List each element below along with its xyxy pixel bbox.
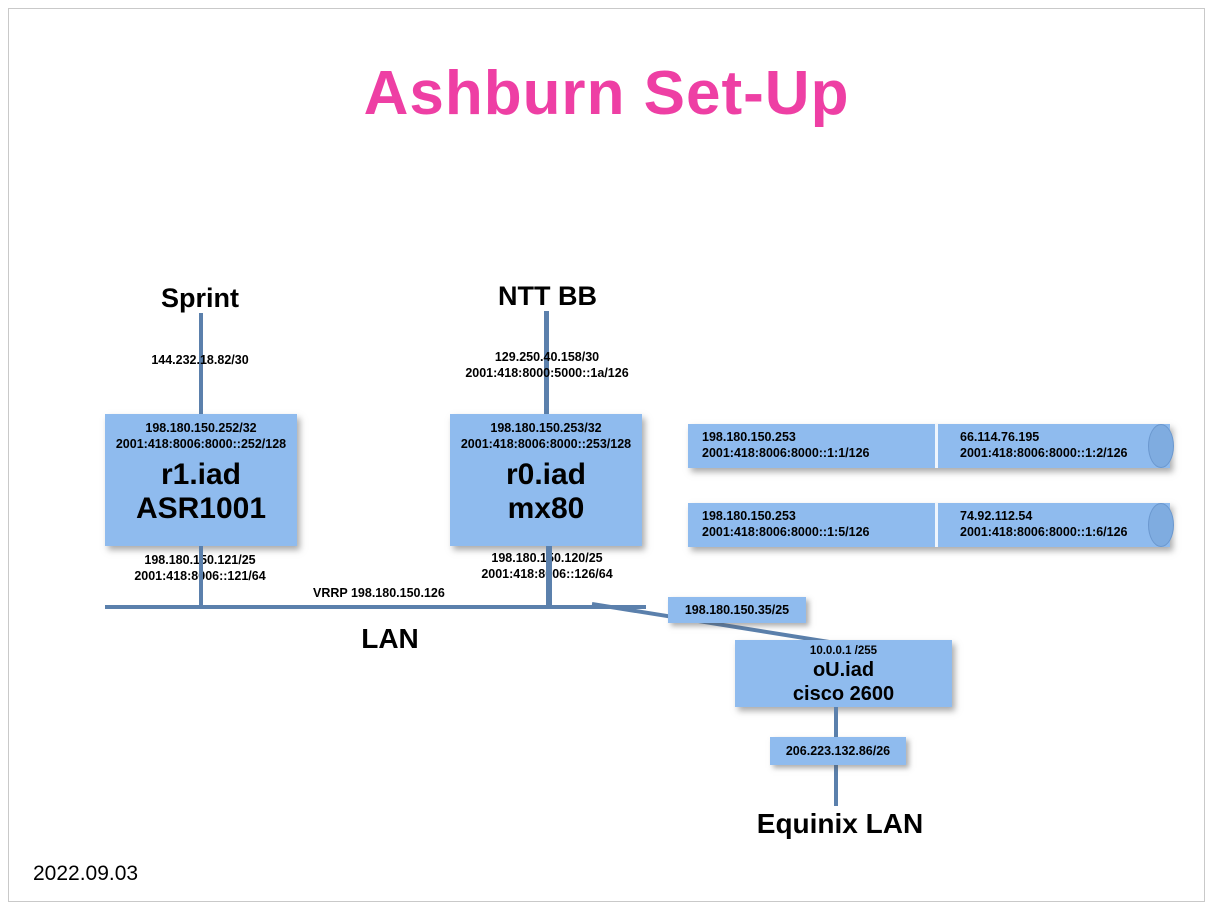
branch-ip: 198.180.150.35/25 [684, 603, 790, 617]
office-downlink-ip: 206.223.132.86/26 [785, 744, 891, 758]
slide-date: 2022.09.03 [33, 862, 139, 885]
office-router-hostname: oU.iad [812, 659, 875, 681]
tunnel1-right-ip6: 2001:418:8006:8000::1:2/126 [960, 446, 1128, 460]
sprint-uplink-ip: 144.232.18.82/30 [151, 353, 249, 367]
r0-loopback-ip4: 198.180.150.253/32 [490, 421, 602, 435]
vrrp-label: VRRP 198.180.150.126 [313, 586, 445, 600]
sprint-label: Sprint [161, 283, 239, 313]
r0-model: mx80 [507, 492, 585, 525]
tunnel2-divider [935, 503, 938, 547]
tunnel2-left-ip4: 198.180.150.253 [702, 509, 796, 523]
tunnel2-left-ips: 198.180.150.253 2001:418:8006:8000::1:5/… [702, 508, 870, 540]
lan-bus-line [105, 605, 646, 609]
tunnel1-divider [935, 424, 938, 468]
router-r0-box: 198.180.150.253/32 2001:418:8006:8000::2… [450, 414, 642, 546]
r1-model: ASR1001 [135, 492, 267, 525]
tunnel2-right-ips: 74.92.112.54 2001:418:8006:8000::1:6/126 [960, 508, 1128, 540]
tunnel2-right-ip6: 2001:418:8006:8000::1:6/126 [960, 525, 1128, 539]
r0-loopback-ip6: 2001:418:8006:8000::253/128 [460, 437, 632, 451]
router-r1-box: 198.180.150.252/32 2001:418:8006:8000::2… [105, 414, 297, 546]
sprint-uplink-line [199, 313, 203, 414]
office-router-box: 10.0.0.1 /255 oU.iad cisco 2600 [735, 640, 952, 707]
tunnel-cylinder-2: 198.180.150.253 2001:418:8006:8000::1:5/… [688, 503, 1174, 547]
ntt-uplink-ip4: 129.250.40.158/30 [494, 350, 600, 364]
tunnel1-left-ips: 198.180.150.253 2001:418:8006:8000::1:1/… [702, 429, 870, 461]
office-downlink-ip-tag: 206.223.132.86/26 [770, 737, 906, 765]
r1-lan-link-line [199, 546, 203, 608]
r1-hostname: r1.iad [160, 458, 242, 491]
tunnel1-left-ip4: 198.180.150.253 [702, 430, 796, 444]
ntt-uplink-ip6: 2001:418:8000:5000::1a/126 [465, 366, 629, 380]
r0-loopback-ips: 198.180.150.253/32 2001:418:8006:8000::2… [450, 414, 642, 452]
slide-title: Ashburn Set-Up [363, 59, 850, 128]
tunnel2-right-ip4: 74.92.112.54 [960, 509, 1033, 523]
ntt-uplink-ips: 129.250.40.158/30 2001:418:8000:5000::1a… [447, 349, 647, 381]
office-router-model: cisco 2600 [792, 683, 895, 705]
lan-label: LAN [361, 623, 419, 654]
tunnel1-right-ips: 66.114.76.195 2001:418:8006:8000::1:2/12… [960, 429, 1128, 461]
tunnel-cylinder-1: 198.180.150.253 2001:418:8006:8000::1:1/… [688, 424, 1174, 468]
r1-loopback-ips: 198.180.150.252/32 2001:418:8006:8000::2… [105, 414, 297, 452]
ntt-bb-label: NTT BB [498, 281, 597, 311]
tunnel2-left-ip6: 2001:418:8006:8000::1:5/126 [702, 525, 870, 539]
r1-loopback-ip4: 198.180.150.252/32 [145, 421, 257, 435]
tunnel1-right-ip4: 66.114.76.195 [960, 430, 1040, 444]
branch-ip-tag: 198.180.150.35/25 [668, 597, 806, 623]
r1-loopback-ip6: 2001:418:8006:8000::252/128 [115, 437, 287, 451]
ntt-uplink-line [544, 311, 549, 414]
r0-lan-link-line [546, 546, 552, 608]
equinix-lan-label: Equinix LAN [756, 808, 924, 839]
office-router-ip: 10.0.0.1 /255 [809, 645, 878, 657]
tunnel1-left-ip6: 2001:418:8006:8000::1:1/126 [702, 446, 870, 460]
r0-hostname: r0.iad [505, 458, 587, 491]
